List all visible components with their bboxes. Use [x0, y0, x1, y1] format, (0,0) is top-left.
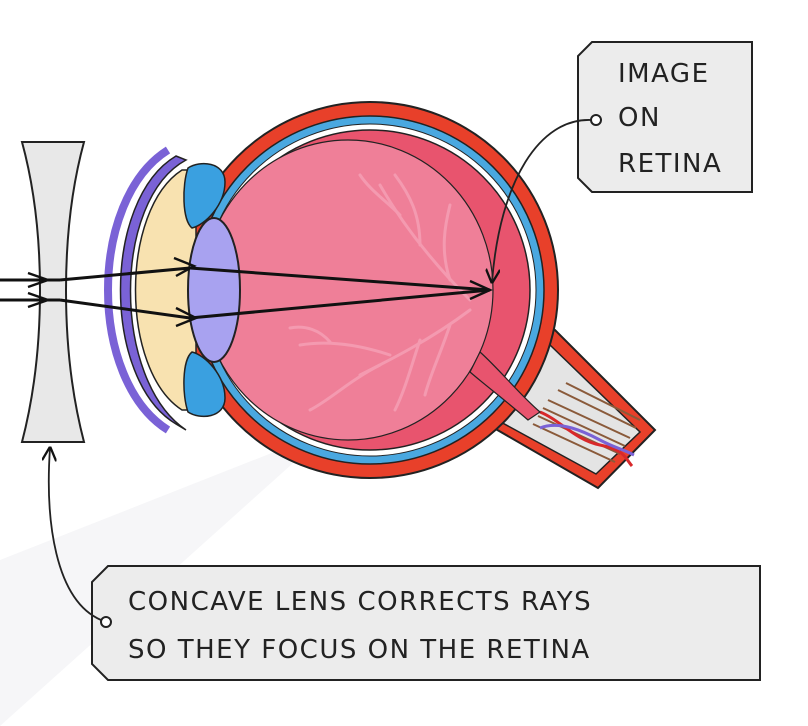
image-label-line1: IMAGE: [618, 59, 710, 89]
aqueous-humour: [134, 169, 197, 411]
image-label-line3: RETINA: [618, 149, 722, 179]
image-label-line2: ON: [618, 103, 661, 133]
image-label: IMAGE ON RETINA: [492, 41, 753, 282]
cornea: [119, 155, 188, 431]
image-leader-line: [492, 119, 592, 282]
nerve-vein: [539, 423, 635, 457]
light-rays: [0, 256, 493, 328]
image-label-pin: [590, 114, 602, 126]
lens-label-pin: [100, 616, 112, 628]
cornea-outer-edge: [104, 146, 171, 434]
vitreous-humour: [202, 139, 494, 441]
image-label-box: [577, 41, 753, 193]
blind-spot: [469, 351, 541, 421]
lens-label-box: [91, 565, 761, 681]
lens-label-line1: CONCAVE LENS CORRECTS RAYS: [128, 587, 592, 617]
iris: [183, 162, 226, 418]
concave-lens: [20, 141, 86, 443]
lens-label: CONCAVE LENS CORRECTS RAYS SO THEY FOCUS…: [49, 448, 761, 681]
nerve-artery: [539, 410, 634, 467]
nerve-fibres: [532, 382, 641, 463]
lens-label-line2: SO THEY FOCUS ON THE RETINA: [128, 635, 591, 665]
lens-leader-line: [49, 448, 102, 621]
eye-lens: [187, 217, 241, 363]
